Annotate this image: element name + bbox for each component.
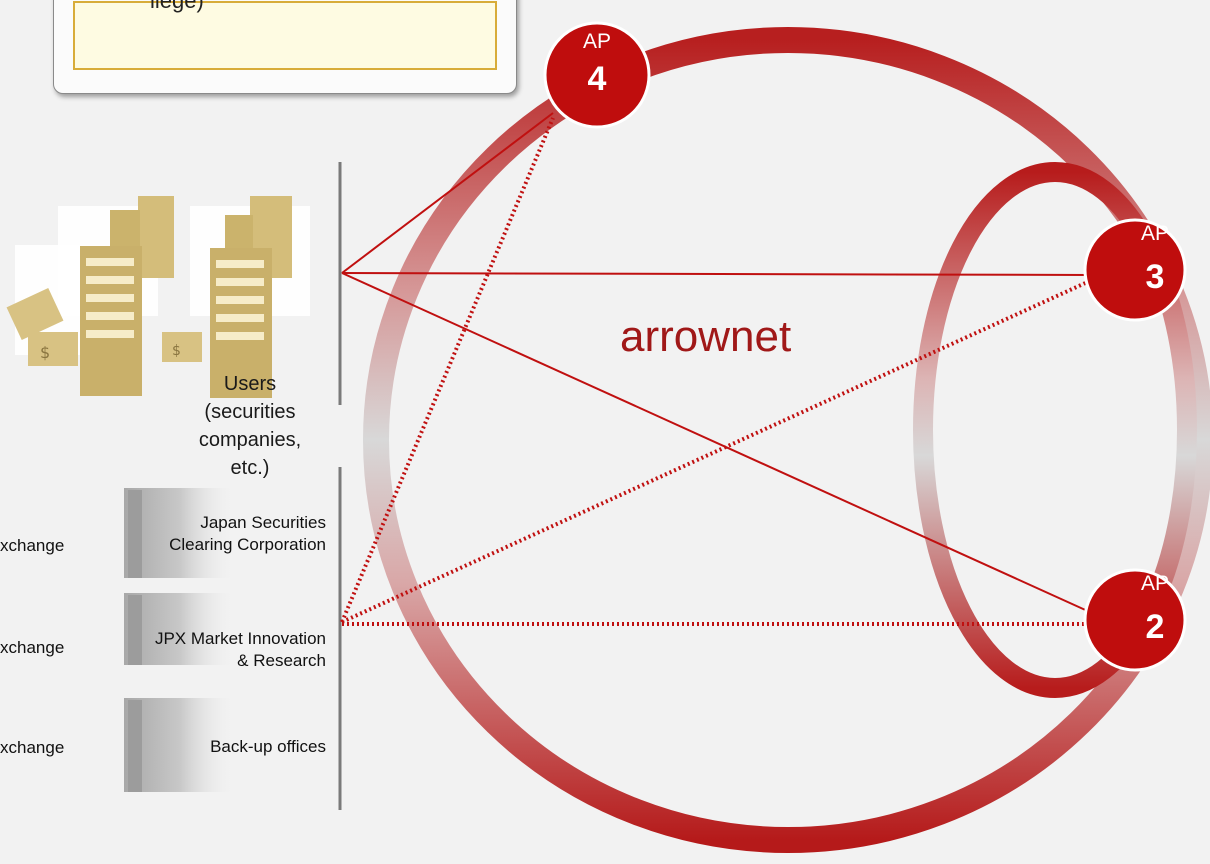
dotted-link-ap4 [340, 117, 555, 623]
office-label-2-line1: JPX Market Innovation [154, 629, 326, 648]
link-users-ap2 [341, 272, 1093, 614]
svg-text:$: $ [40, 343, 50, 362]
arrownet-outer-ring [363, 27, 1210, 853]
user-connections [341, 112, 1093, 614]
exchange-label-1: xchange [0, 536, 65, 555]
users-label-line1: Users (securities [204, 373, 296, 423]
office-building-icon-2 [124, 593, 236, 665]
ap4-node[interactable] [543, 21, 651, 129]
exchange-label-2: xchange [0, 638, 65, 657]
ap4-prefix: AP [582, 30, 611, 53]
callout-text: ilege) [150, 0, 204, 13]
office-connections [340, 117, 1093, 626]
ap2-prefix: AP [1140, 572, 1169, 595]
office-label-1: Japan Securities Clearing Corporation [110, 512, 326, 556]
callout-inner-box: ilege) [73, 0, 497, 70]
network-name: arrownet [620, 312, 792, 361]
ap3-number: 3 [1145, 258, 1165, 296]
office-label-3: Back-up offices [110, 736, 326, 758]
ap3-prefix: AP [1140, 222, 1169, 245]
ap2-number: 2 [1145, 608, 1165, 646]
users-building-icon: $ $ [6, 196, 310, 398]
ap4-number: 4 [587, 60, 607, 98]
office-label-3-line1: Back-up offices [210, 737, 326, 756]
exchange-label-3: xchange [0, 738, 65, 757]
office-label-2-line2: & Research [237, 651, 326, 670]
users-label: Users (securities companies, etc.) [180, 370, 320, 482]
office-building-icon-1 [124, 488, 236, 578]
office-building-icon-3 [124, 698, 236, 792]
office-label-1-line1: Japan Securities [200, 513, 326, 532]
callout-box: ilege) [53, 0, 517, 94]
ap2-node[interactable] [1083, 568, 1187, 672]
office-label-1-line2: Clearing Corporation [169, 535, 326, 554]
link-users-ap4 [341, 112, 554, 274]
dotted-link-ap3 [341, 278, 1093, 624]
users-label-line2: companies, etc.) [198, 429, 302, 479]
arrownet-inner-ring [913, 162, 1197, 698]
office-label-2: JPX Market Innovation & Research [90, 628, 326, 672]
link-users-ap3 [341, 272, 1093, 276]
svg-text:$: $ [172, 343, 181, 359]
ap3-node[interactable] [1083, 218, 1187, 322]
